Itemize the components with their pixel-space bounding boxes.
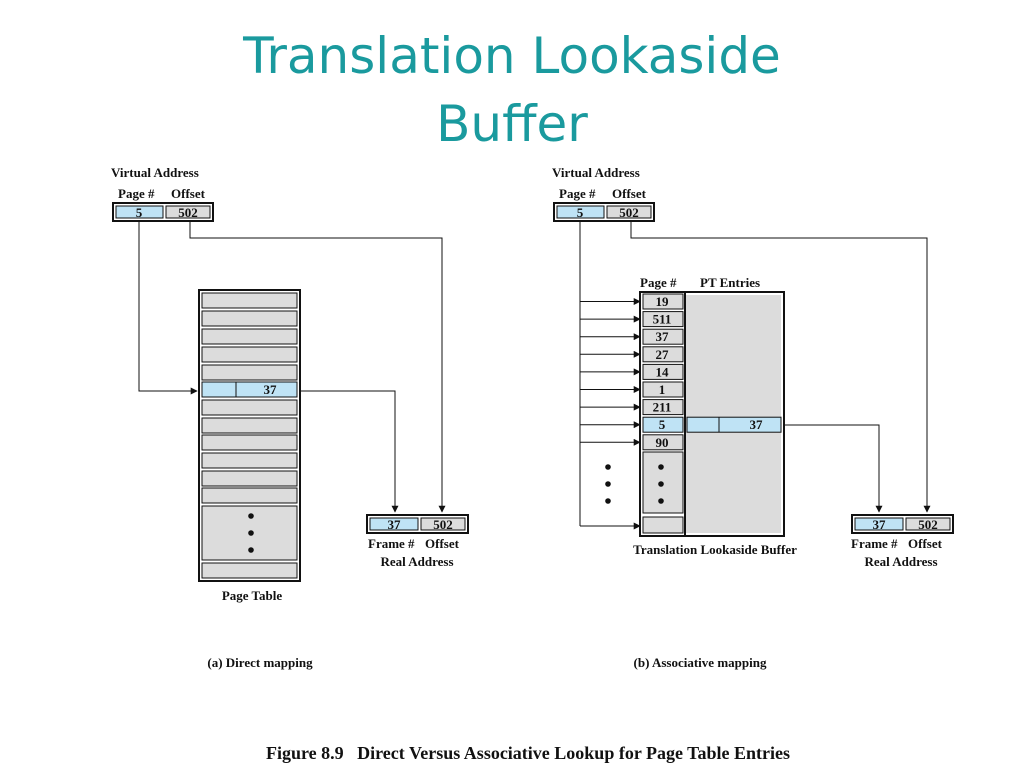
page-table-row — [201, 399, 298, 416]
tlb-page-value: 90 — [656, 435, 669, 450]
page-table-row-selected — [201, 381, 298, 398]
tlb-page-cell — [642, 293, 684, 310]
tlb-page-cell — [642, 328, 684, 345]
ellipsis-dot — [658, 498, 664, 504]
page-number-value: 5 — [577, 205, 584, 220]
ellipsis-dot — [605, 481, 611, 487]
tlb-page-cell — [642, 399, 684, 416]
virtual-address-box: 5 502 — [553, 202, 655, 222]
tlb-page-cell — [642, 346, 684, 363]
associative-mapping-caption: (b) Associative mapping — [634, 655, 767, 670]
tlb-entries-header: PT Entries — [700, 275, 760, 290]
tlb-page-value: 14 — [656, 364, 670, 379]
real-offset-value: 502 — [433, 517, 453, 532]
real-offset-label: Offset — [425, 536, 460, 551]
ellipsis-dot — [605, 498, 611, 504]
page-table-row — [201, 328, 298, 345]
real-address-label: Real Address — [380, 554, 453, 569]
panel-direct-mapping: Virtual Address Page # Offset 5 502 37 P… — [111, 165, 469, 670]
slide-title-line-2: Buffer — [436, 95, 588, 153]
page-table-entry-value: 37 — [264, 382, 278, 397]
slide-title-line-1: Translation Lookaside — [243, 27, 781, 85]
real-address-label: Real Address — [864, 554, 937, 569]
page-table-row — [201, 417, 298, 434]
tlb-page-value: 211 — [653, 400, 672, 415]
real-address-box: 37 502 — [851, 514, 954, 534]
offset-value: 502 — [178, 205, 198, 220]
tlb-entry-value: 37 — [750, 417, 764, 432]
real-offset-label: Offset — [908, 536, 943, 551]
virtual-address-label: Virtual Address — [111, 165, 199, 180]
direct-mapping-caption: (a) Direct mapping — [207, 655, 313, 670]
tlb-entry-selected — [686, 416, 782, 433]
ellipsis-dot — [658, 481, 664, 487]
frame-number-label: Frame # — [851, 536, 898, 551]
frame-number-label: Frame # — [368, 536, 415, 551]
page-table-row — [201, 487, 298, 504]
tlb-page-value: 27 — [656, 347, 670, 362]
tlb-page-value: 37 — [656, 329, 670, 344]
frame-number-arrow — [784, 424, 883, 513]
tlb-page-cell — [642, 434, 684, 451]
tlb-page-cell — [642, 516, 684, 534]
ellipsis-dot — [658, 464, 664, 470]
tlb-page-value: 1 — [659, 382, 666, 397]
ellipsis-dot — [248, 530, 254, 536]
page-table-row — [201, 310, 298, 327]
page-number-label: Page # — [118, 186, 155, 201]
panel-associative-mapping: Virtual Address Page # Offset 5 502 Page… — [552, 165, 954, 670]
page-number-arrow — [138, 221, 198, 395]
page-table-row — [201, 346, 298, 363]
page-table-row — [201, 364, 298, 381]
figure-caption: Figure 8.9 Direct Versus Associative Loo… — [266, 743, 790, 763]
real-address-box: 37 502 — [366, 514, 469, 534]
ellipsis-dot — [248, 547, 254, 553]
page-table-row — [201, 292, 298, 309]
page-table-row — [201, 470, 298, 487]
offset-arrow — [630, 221, 931, 513]
page-table — [198, 289, 301, 582]
page-table-row — [201, 562, 298, 579]
tlb-page-cell — [642, 381, 684, 398]
slide-title: Translation Lookaside Buffer — [0, 22, 1024, 158]
tlb-page-value: 511 — [653, 312, 672, 327]
tlb-page-value: 5 — [659, 417, 666, 432]
tlb-page-value: 19 — [656, 294, 670, 309]
virtual-address-label: Virtual Address — [552, 165, 640, 180]
page-number-label: Page # — [559, 186, 596, 201]
page-table-row — [201, 434, 298, 451]
virtual-address-box: 5 502 — [112, 202, 214, 222]
ellipsis-dot — [605, 464, 611, 470]
tlb-label: Translation Lookaside Buffer — [633, 542, 797, 557]
tlb-page-cell — [642, 311, 684, 328]
tlb-page-header: Page # — [640, 275, 677, 290]
tlb-page-cell — [642, 363, 684, 380]
page-table-label: Page Table — [222, 588, 283, 603]
offset-arrow — [189, 221, 446, 513]
tlb-compare-lines — [579, 221, 641, 530]
offset-label: Offset — [171, 186, 206, 201]
offset-label: Offset — [612, 186, 647, 201]
frame-number-value: 37 — [873, 517, 887, 532]
translation-lookaside-buffer: 19 511 37 27 14 1 211 5 90 37 — [639, 291, 785, 537]
page-number-value: 5 — [136, 205, 143, 220]
frame-number-value: 37 — [388, 517, 402, 532]
tlb-page-cell — [642, 416, 684, 433]
offset-value: 502 — [619, 205, 639, 220]
real-offset-value: 502 — [918, 517, 938, 532]
page-table-row — [201, 452, 298, 469]
ellipsis-dot — [248, 513, 254, 519]
frame-number-arrow — [300, 390, 399, 513]
